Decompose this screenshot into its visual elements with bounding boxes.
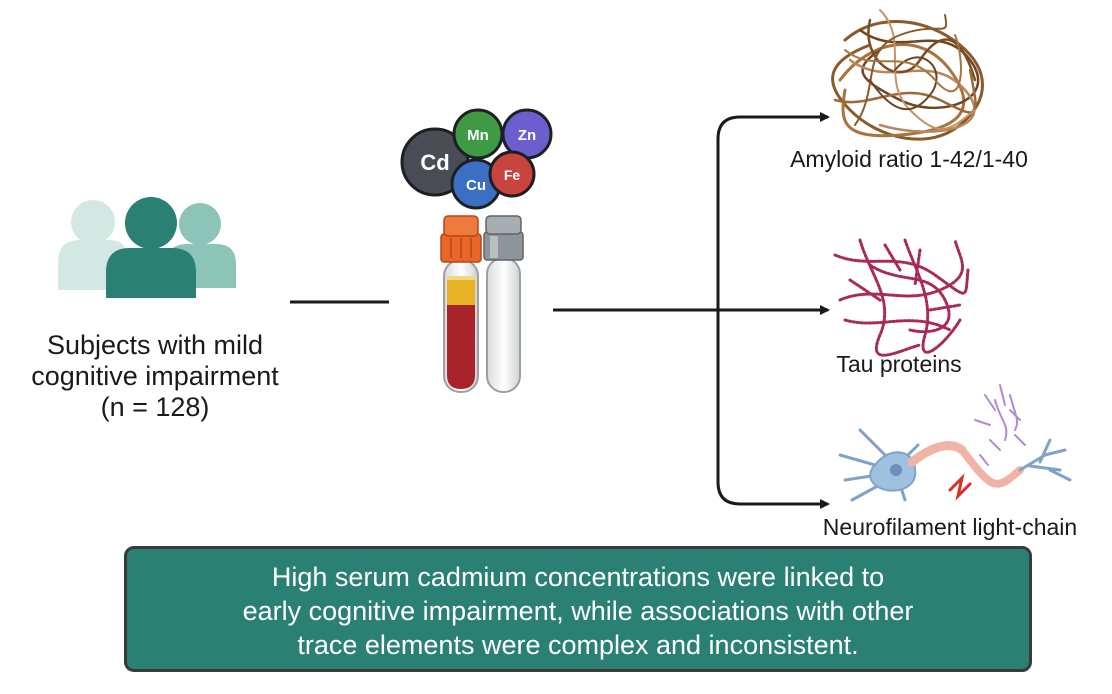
cu-element-circle: Cu	[450, 158, 502, 210]
subjects-label-line-1: Subjects with mild	[46, 330, 264, 360]
tau-protein-network-icon	[833, 238, 970, 357]
blood-sample-tube-icon	[440, 215, 482, 393]
mn-element-label: Mn	[467, 127, 489, 144]
conclusion-line-1: High serum cadmium concentrations were l…	[271, 562, 885, 592]
tau-proteins-label: Tau proteins	[836, 351, 962, 377]
mn-element-circle: Mn	[452, 108, 504, 160]
conclusion-line-3: trace elements were complex and inconsis…	[297, 630, 859, 660]
conclusion-box: High serum cadmium concentrations were l…	[124, 546, 1032, 672]
amyloid-ratio-label: Amyloid ratio 1-42/1-40	[790, 146, 1028, 172]
neuron-icon	[838, 384, 1072, 502]
amyloid-fibrils-icon	[831, 9, 984, 141]
neurofilament-label: Neurofilament light-chain	[822, 514, 1078, 540]
subjects-label: Subjects with mild cognitive impairment …	[10, 330, 300, 423]
trace-elements-cluster: Cd Mn Zn Cu Fe	[400, 108, 553, 210]
subjects-label-line-2: cognitive impairment	[31, 361, 279, 391]
cd-element-label: Cd	[420, 150, 449, 175]
conclusion-line-2: early cognitive impairment, while associ…	[242, 596, 914, 626]
subjects-label-line-3: (n = 128)	[100, 392, 210, 422]
zn-element-label: Zn	[518, 127, 536, 144]
fe-element-circle: Fe	[488, 150, 536, 198]
cu-element-label: Cu	[466, 177, 486, 194]
branch-bracket-line	[716, 115, 824, 506]
fe-element-label: Fe	[504, 167, 521, 183]
empty-sample-tube-icon	[483, 215, 524, 393]
people-group-icon	[58, 197, 236, 298]
